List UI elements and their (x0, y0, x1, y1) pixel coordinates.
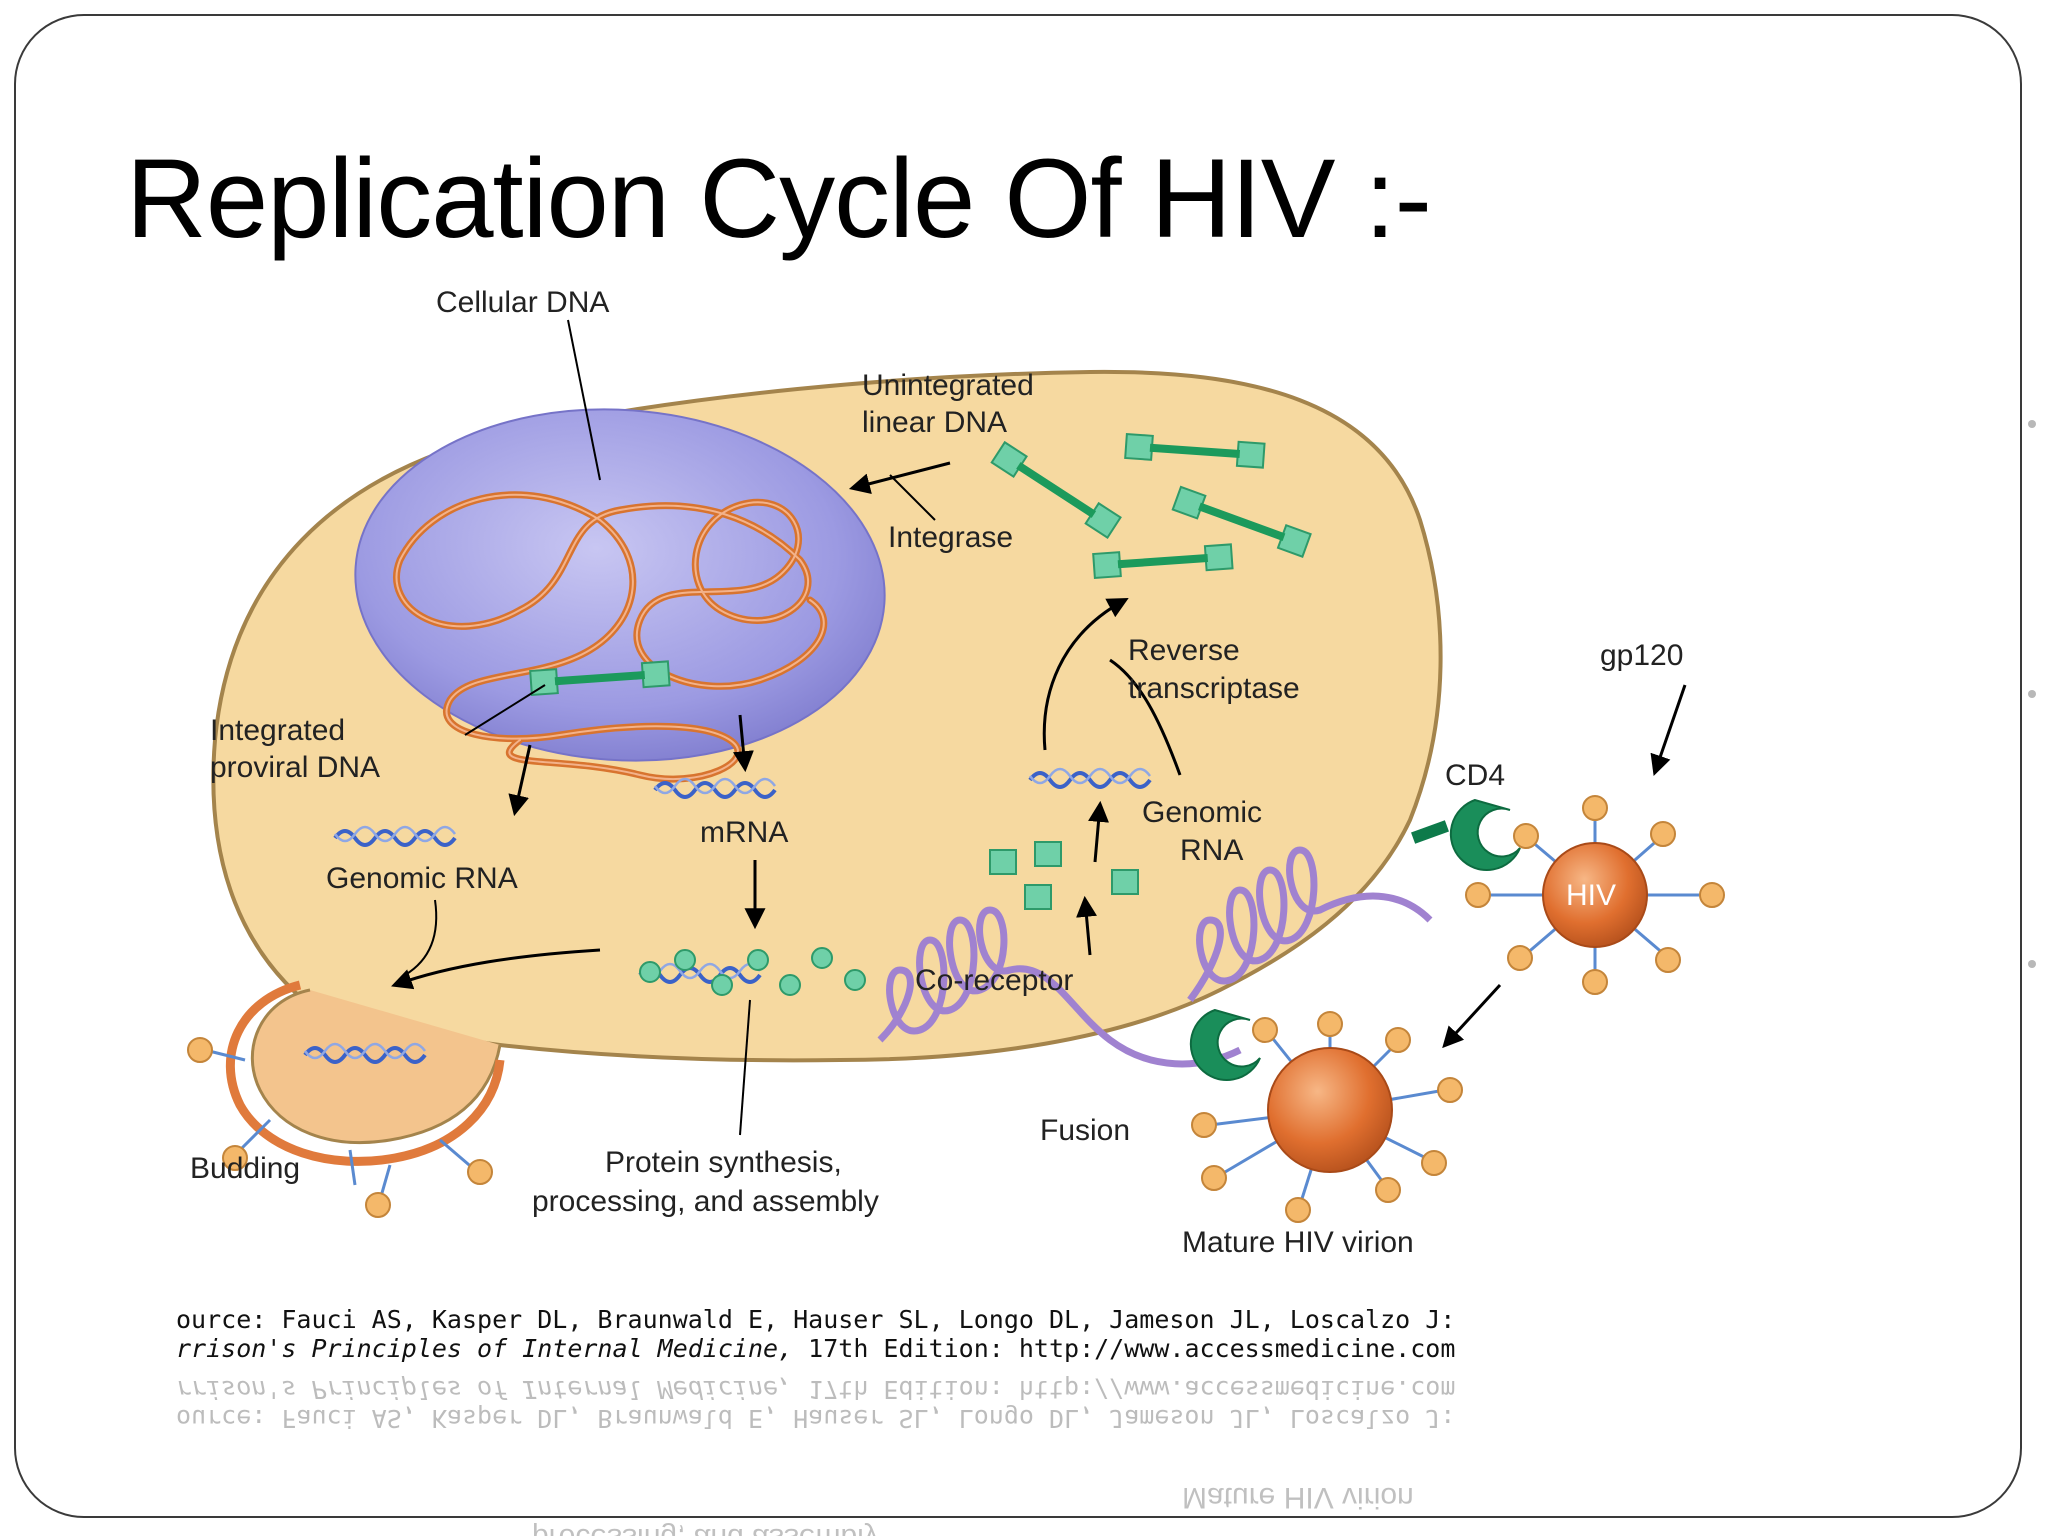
source-line-1: ource: Fauci AS, Kasper DL, Braunwald E,… (176, 1305, 1455, 1334)
label-gp120: gp120 (1600, 639, 1683, 672)
coreceptor-spiral-lower (877, 906, 1242, 1068)
label-genomic-rna-left: Genomic RNA (326, 862, 518, 895)
hiv-virion-top (1465, 795, 1725, 995)
label-reverse-1: Reverse (1128, 634, 1240, 667)
edge-marker (2028, 960, 2036, 968)
label-mrna: mRNA (700, 816, 788, 849)
label-integrase: Integrase (888, 521, 1013, 554)
label-protein-1: Protein synthesis, (605, 1146, 842, 1179)
svg-text:processing, and assembly: processing, and assembly (532, 1522, 879, 1536)
protein-beads (638, 947, 866, 996)
source-reflection: ource: Fauci AS, Kasper DL, Braunwald E,… (176, 1375, 1455, 1433)
label-cd4: CD4 (1445, 759, 1505, 792)
label-integrated-2: proviral DNA (210, 751, 380, 784)
label-protein-2: processing, and assembly (532, 1185, 879, 1218)
budding-virion-knobs (187, 1037, 493, 1218)
coreceptor-spiral-upper (1187, 846, 1433, 1003)
budding-membrane (225, 980, 505, 1166)
label-hiv: HIV (1566, 879, 1616, 912)
label-integrated-1: Integrated (210, 714, 345, 747)
label-unintegrated-1: Unintegrated (862, 369, 1034, 402)
svg-text:rrison's Principles of Interna: rrison's Principles of Internal Medicine… (176, 1375, 1455, 1404)
edge-marker (2028, 420, 2036, 428)
source-edition: 17th Edition: http://www.accessmedicine.… (793, 1334, 1455, 1363)
label-reflection: Mature HIV virion processing, and assemb… (532, 1481, 1414, 1536)
slide-edge-markers (2024, 0, 2036, 1500)
slide-title: Replication Cycle Of HIV :- (126, 136, 1432, 261)
label-fusion: Fusion (1040, 1114, 1130, 1147)
label-cellular-dna: Cellular DNA (436, 286, 609, 319)
source-book-title: rrison's Principles of Internal Medicine… (176, 1334, 793, 1363)
label-genomic-2: RNA (1180, 834, 1243, 867)
arrows (391, 319, 1687, 1136)
mature-hiv-virion (1191, 1011, 1463, 1223)
viral-core-squares (989, 841, 1139, 910)
source-line-2: rrison's Principles of Internal Medicine… (176, 1334, 1455, 1363)
label-genomic-1: Genomic (1142, 796, 1262, 829)
label-mature-hiv-virion: Mature HIV virion (1182, 1226, 1414, 1259)
budding-bud (250, 988, 502, 1145)
svg-text:ource: Fauci AS, Kasper DL, Br: ource: Fauci AS, Kasper DL, Braunwald E,… (176, 1404, 1455, 1433)
label-reverse-2: transcriptase (1128, 672, 1300, 705)
cellular-dna-strand (393, 491, 828, 783)
edge-marker (2028, 690, 2036, 698)
label-unintegrated-2: linear DNA (862, 406, 1007, 439)
label-budding: Budding (190, 1152, 300, 1185)
label-co-receptor: Co-receptor (915, 964, 1073, 997)
cd4-receptor-upper (1411, 798, 1521, 871)
svg-text:Mature HIV virion: Mature HIV virion (1182, 1481, 1414, 1514)
cd4-receptor-lower (1189, 1008, 1261, 1081)
